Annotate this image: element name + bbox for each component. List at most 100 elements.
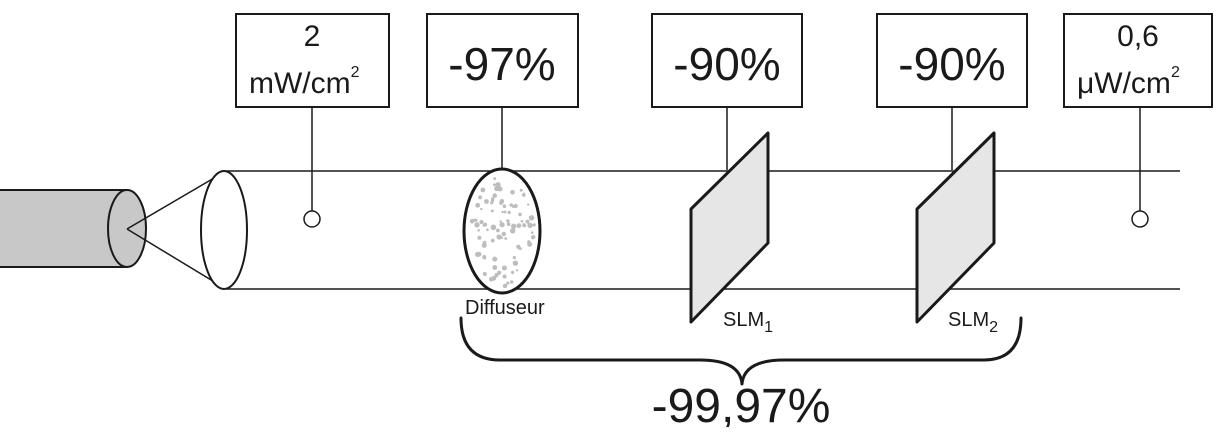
slm1-panel (689, 131, 770, 324)
slm2-name: SLM2 (948, 309, 998, 336)
input-power-value: 2 (304, 20, 321, 53)
diffuser-texture (469, 177, 536, 289)
diffuser-speckle (474, 222, 480, 228)
diffuser-speckle (469, 218, 475, 224)
diffuser-speckle (475, 202, 481, 208)
diffuser-name: Diffuseur (465, 297, 545, 319)
diffuser-speckle (512, 260, 519, 266)
diffuser-speckle (477, 229, 480, 232)
diffuser-speckle (510, 270, 515, 274)
diffuser-speckle (482, 272, 487, 276)
diffuser-speckle (482, 224, 486, 227)
diffuser-loss-label: -97% (448, 38, 555, 90)
diffuser-speckle (492, 256, 498, 262)
diffuser-speckle (492, 193, 498, 198)
diffuser-speckle (477, 235, 482, 240)
diffuser-speckle (499, 220, 502, 223)
diffuser-speckle (510, 280, 514, 284)
beam-cone-upper (126, 170, 227, 230)
diffuser-speckle (490, 209, 494, 213)
diffuser-speckle (516, 244, 521, 249)
diffuser-speckle (490, 238, 495, 243)
diffuser-speckle (515, 269, 519, 272)
slm1-box: -90% (651, 13, 803, 108)
diffuser-speckle (478, 195, 483, 200)
total-loss-label: -99,97% (652, 380, 831, 427)
diffuser-speckle (493, 183, 496, 187)
diffuser-speckle (525, 219, 530, 224)
diffuser-speckle (531, 235, 536, 240)
diffuser-speckle (494, 273, 499, 278)
diffuser-speckle (482, 255, 487, 259)
diffuser-speckle (504, 237, 508, 240)
diffuser-speckle (493, 177, 497, 181)
diffuser-speckle (480, 207, 483, 211)
diffuser-speckle (503, 210, 507, 214)
laser-body (0, 190, 127, 267)
diffuser-speckle (490, 201, 494, 205)
input-probe-point (303, 210, 321, 228)
diffuser-speckle (481, 242, 487, 248)
diffuser-speckle (501, 231, 506, 237)
diffuser-speckle (506, 222, 511, 226)
diffuser-speckle (496, 234, 502, 240)
diffuser (462, 167, 542, 295)
diffuser-speckle (484, 199, 489, 204)
diffuser-speckle (501, 265, 507, 271)
diffuser-speckle (522, 193, 526, 197)
diffuser-speckle (532, 223, 536, 227)
diffuser-speckle (486, 228, 489, 231)
diffuser-speckle (513, 203, 518, 209)
output-power-unit: μW/cm2 (1077, 64, 1180, 100)
diffuser-speckle (518, 212, 522, 217)
diffuser-speckle (495, 182, 501, 188)
grouping-brace (459, 316, 1023, 386)
diffuser-speckle (520, 219, 524, 223)
input-power-unit: mW/cm2 (249, 64, 360, 100)
slm1-name: SLM1 (723, 309, 773, 336)
collimating-lens (200, 170, 248, 290)
diffuser-speckle (507, 210, 511, 215)
diffuser-speckle (480, 187, 486, 193)
diffuser-speckle (499, 201, 503, 205)
output-power-value: 0,6 (1117, 20, 1159, 53)
slm2-box: -90% (876, 13, 1028, 108)
diffuser-speckle (509, 203, 513, 207)
slm2-panel (915, 131, 996, 324)
diffuser-speckle (506, 281, 510, 285)
diffuser-speckle (522, 223, 525, 226)
diffuser-speckle (531, 231, 534, 234)
diffuser-speckle (528, 215, 535, 221)
diffuser-speckle (527, 203, 530, 206)
output-probe-point (1131, 210, 1149, 228)
diffuser-speckle (512, 256, 516, 260)
diffuser-speckle (491, 275, 497, 281)
diffuser-speckle (502, 274, 507, 279)
diffuser-speckle (527, 222, 533, 228)
diffuser-speckle (516, 223, 522, 229)
diffuser-speckle (511, 223, 517, 229)
diffuser-speckle (501, 210, 504, 214)
beam-cone-lower (126, 228, 227, 290)
diffuser-speckle (506, 219, 510, 223)
diffuser-speckle (479, 219, 484, 225)
diffuser-speckle (496, 228, 500, 233)
diffuser-speckle (510, 190, 515, 195)
diffuser-box: -97% (426, 13, 579, 108)
slm1-loss-label: -90% (673, 38, 780, 90)
output-power-box: 0,6 μW/cm2 (1063, 13, 1213, 108)
laser-source (0, 189, 147, 268)
diffuser-speckle (492, 265, 498, 270)
diffuser-speckle (475, 251, 481, 258)
diffuser-speckle (490, 224, 497, 231)
diffuser-speckle (510, 228, 516, 234)
diffuser-speckle (502, 204, 507, 208)
diffuser-speckle (502, 283, 508, 289)
input-power-box: 2 mW/cm2 (235, 13, 390, 108)
diffuser-speckle (474, 218, 478, 222)
slm2-loss-label: -90% (898, 38, 1005, 90)
diffuser-speckle (499, 222, 505, 228)
diffuser-speckle (519, 188, 523, 192)
